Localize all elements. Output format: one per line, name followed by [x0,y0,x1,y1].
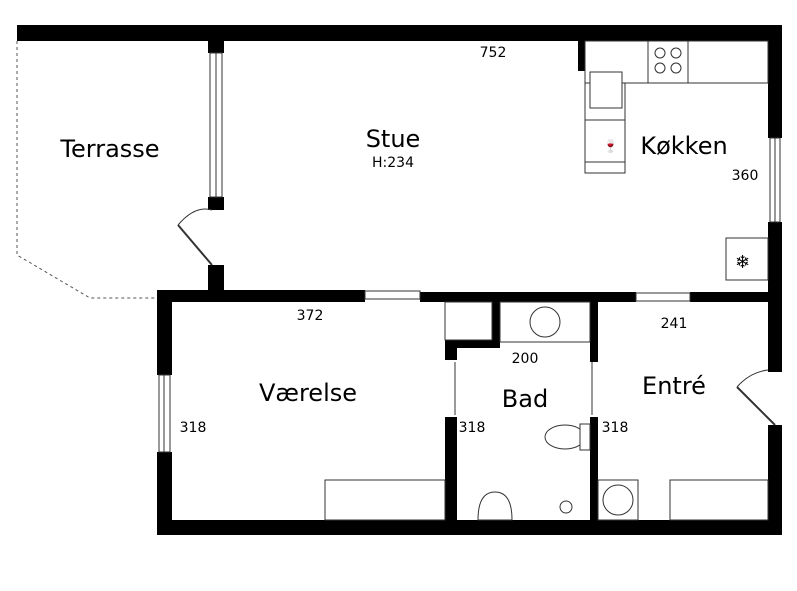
bad-depth-right: 318 [602,420,629,436]
bathtub-icon [529,306,561,338]
room-bad: Bad [502,385,548,413]
stue-width: 752 [480,45,507,61]
kokken-dim: 360 [732,168,759,184]
bad-width: 200 [512,351,539,367]
sink-icon [589,71,623,109]
entre-width: 241 [661,316,688,332]
windows [158,52,781,453]
kitchen-fixtures: 🍷 ❄ [584,40,769,281]
room-vaerelse: Værelse [259,379,357,407]
snowflake-icon: ❄ [735,252,750,273]
toilet-icon [544,424,586,450]
room-kokken: Køkken [640,132,727,160]
room-terrasse: Terrasse [59,135,159,163]
labels: Terrasse Stue H:234 752 Køkken 360 372 V… [59,45,758,436]
stue-height: H:234 [372,155,414,171]
terrace-outline [16,41,157,299]
vaerelse-width: 372 [297,308,324,324]
dishwasher-icon [584,119,626,163]
walls [17,25,782,535]
entry-cabinet [669,479,769,521]
glass-icon: 🍷 [603,139,618,153]
floor-drain-icon [559,500,573,514]
fridge-icon [725,237,769,281]
bad-depth-left: 318 [459,420,486,436]
washbasin-icon [477,491,513,521]
bedroom-wardrobe [324,479,446,521]
room-entre: Entré [642,372,706,400]
doors [177,208,776,426]
room-stue: Stue [366,125,421,153]
washing-machine-icon [602,484,634,516]
bath-fixtures [324,301,769,521]
vaerelse-depth: 318 [180,420,207,436]
